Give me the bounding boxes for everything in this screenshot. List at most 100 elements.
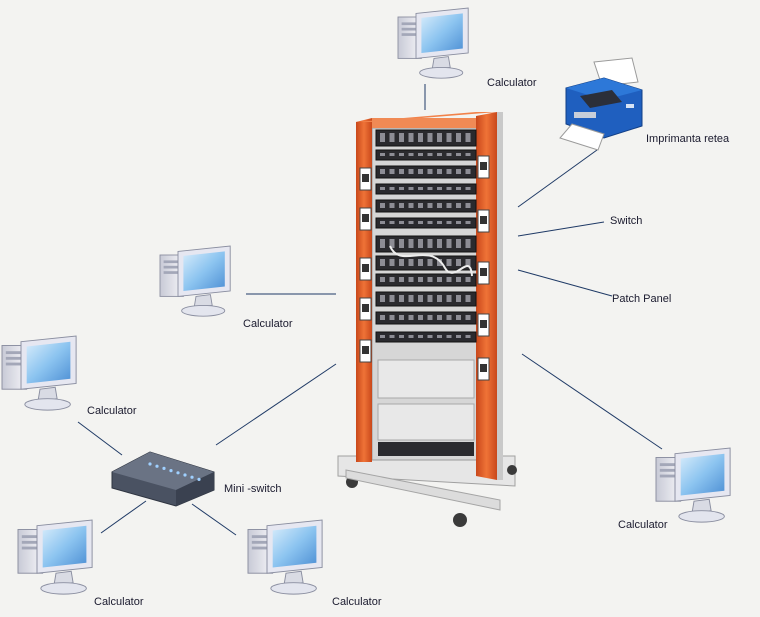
- rack-port: [408, 315, 414, 320]
- rack-port: [380, 203, 385, 208]
- rack-unit: [375, 217, 477, 229]
- rack-port: [465, 239, 471, 248]
- rack-port: [465, 187, 471, 190]
- rack-port: [456, 335, 461, 338]
- rack-port: [427, 239, 433, 248]
- rack-port: [465, 295, 471, 302]
- rack-empty-bay: [377, 359, 475, 399]
- rack-port: [399, 335, 404, 338]
- rack-port: [418, 239, 423, 248]
- label-pc-bottom-mid: Calculator: [332, 596, 382, 608]
- computer-bottom-mid: [247, 519, 323, 595]
- rack-port: [437, 277, 442, 282]
- rack-port: [427, 169, 433, 174]
- rack-port: [389, 153, 395, 156]
- rack-port: [408, 335, 414, 338]
- rack-port: [380, 295, 385, 302]
- switch-led: [176, 471, 180, 475]
- rack-port: [446, 187, 452, 190]
- rack-side-tag-mark: [480, 364, 487, 372]
- connection-line: [517, 221, 605, 237]
- rack-port: [427, 221, 433, 224]
- rack-port: [380, 221, 385, 224]
- rack-side-tag-mark: [480, 268, 487, 276]
- rack-port: [456, 277, 461, 282]
- rack-port: [437, 153, 442, 156]
- rack-side-tag-mark: [362, 346, 369, 354]
- rack-port: [399, 153, 404, 156]
- rack-port: [446, 221, 452, 224]
- rack-port: [456, 259, 461, 266]
- rack-port: [399, 239, 404, 248]
- label-pc-left: Calculator: [243, 318, 293, 330]
- connection-line: [521, 353, 663, 450]
- connection-line: [77, 421, 123, 456]
- label-pc-top: Calculator: [487, 77, 537, 89]
- rack-port: [446, 259, 452, 266]
- rack-unit: [378, 442, 474, 456]
- rack-port: [380, 335, 385, 338]
- rack-port: [465, 169, 471, 174]
- rack-port: [380, 259, 385, 266]
- rack-port: [465, 335, 471, 338]
- computer-right: [655, 447, 731, 523]
- label-printer: Imprimanta retea: [646, 133, 730, 145]
- rack-port: [456, 203, 461, 208]
- rack-port: [446, 239, 452, 248]
- rack-port: [427, 259, 433, 266]
- rack-port: [389, 335, 395, 338]
- mini-switch-icon: [111, 451, 215, 507]
- rack-port: [437, 295, 442, 302]
- rack-port: [446, 153, 452, 156]
- rack-side-tag-mark: [362, 214, 369, 222]
- rack-port: [456, 133, 461, 142]
- rack-port: [418, 133, 423, 142]
- rack-port: [465, 203, 471, 208]
- rack-port: [446, 295, 452, 302]
- printer-icon: [559, 57, 643, 151]
- rack-port: [446, 277, 452, 282]
- rack-unit: [375, 149, 477, 161]
- rack-port: [408, 295, 414, 302]
- rack-port: [465, 153, 471, 156]
- rack-side-tag-mark: [362, 264, 369, 272]
- rack-port: [389, 169, 395, 174]
- label-switch: Switch: [610, 215, 642, 227]
- switch-led: [148, 462, 152, 466]
- rack-side-tag-mark: [480, 216, 487, 224]
- connection-line: [517, 149, 598, 208]
- switch-led: [169, 469, 173, 473]
- rack-port: [380, 187, 385, 190]
- rack-port: [437, 133, 442, 142]
- rack-port: [456, 153, 461, 156]
- label-mini-switch: Mini -switch: [224, 483, 281, 495]
- rack-port: [456, 169, 461, 174]
- rack-port: [389, 277, 395, 282]
- rack-port: [399, 169, 404, 174]
- rack-port: [418, 315, 423, 320]
- rack-port: [446, 169, 452, 174]
- rack-unit: [375, 183, 477, 195]
- rack-port: [437, 239, 442, 248]
- rack-port: [399, 203, 404, 208]
- computer-far-left: [1, 335, 77, 411]
- rack-port: [427, 133, 433, 142]
- rack-port: [456, 239, 461, 248]
- label-pc-bottom-left: Calculator: [94, 596, 144, 608]
- rack-port: [380, 239, 385, 248]
- connection-line: [100, 500, 147, 534]
- rack-port: [399, 295, 404, 302]
- rack-port: [408, 203, 414, 208]
- rack-port: [427, 187, 433, 190]
- rack-port: [408, 259, 414, 266]
- rack-port: [427, 335, 433, 338]
- label-patch-panel: Patch Panel: [612, 293, 671, 305]
- switch-led: [197, 477, 201, 481]
- connection-line: [191, 503, 237, 536]
- rack-port: [446, 315, 452, 320]
- rack-port: [418, 295, 423, 302]
- rack-port: [389, 133, 395, 142]
- rack-port: [427, 153, 433, 156]
- rack-port: [446, 335, 452, 338]
